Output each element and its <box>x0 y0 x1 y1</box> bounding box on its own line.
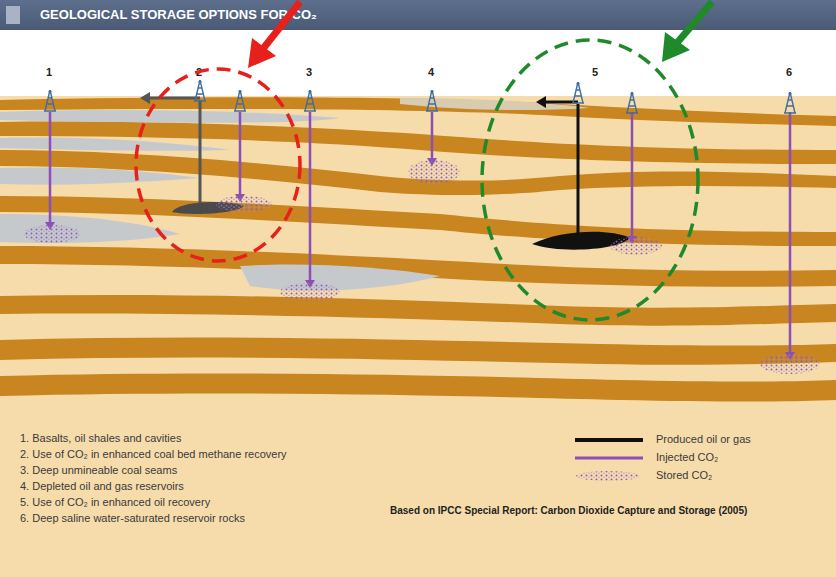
callout-number: 3 <box>306 66 312 78</box>
callout-number: 2 <box>196 66 202 78</box>
diagram-title: GEOLOGICAL STORAGE OPTIONS FOR CO₂ <box>40 7 317 22</box>
legend-sample <box>575 470 645 482</box>
callout-number: 4 <box>428 66 434 78</box>
legend-sample <box>575 434 645 446</box>
callout-number: 5 <box>592 66 598 78</box>
title-marker <box>6 6 20 24</box>
legend-list-item: 4. Depleted oil and gas reservoirs <box>20 480 184 492</box>
legend-list-item: 3. Deep unmineable coal seams <box>20 464 177 476</box>
callout-number: 1 <box>46 66 52 78</box>
legend-sample <box>575 452 645 464</box>
legend-list-item: 2. Use of CO₂ in enhanced coal bed metha… <box>20 448 287 460</box>
legend-text: Stored CO₂ <box>656 469 712 481</box>
legend-text: Injected CO₂ <box>656 451 718 463</box>
callout-number: 6 <box>786 66 792 78</box>
legend-text: Produced oil or gas <box>656 433 751 445</box>
legend-list-item: 1. Basalts, oil shales and cavities <box>20 432 181 444</box>
legend-list-item: 5. Use of CO₂ in enhanced oil recovery <box>20 496 210 508</box>
legend-list-item: 6. Deep saline water-saturated reservoir… <box>20 512 245 524</box>
source-note: Based on IPCC Special Report: Carbon Dio… <box>390 505 747 516</box>
